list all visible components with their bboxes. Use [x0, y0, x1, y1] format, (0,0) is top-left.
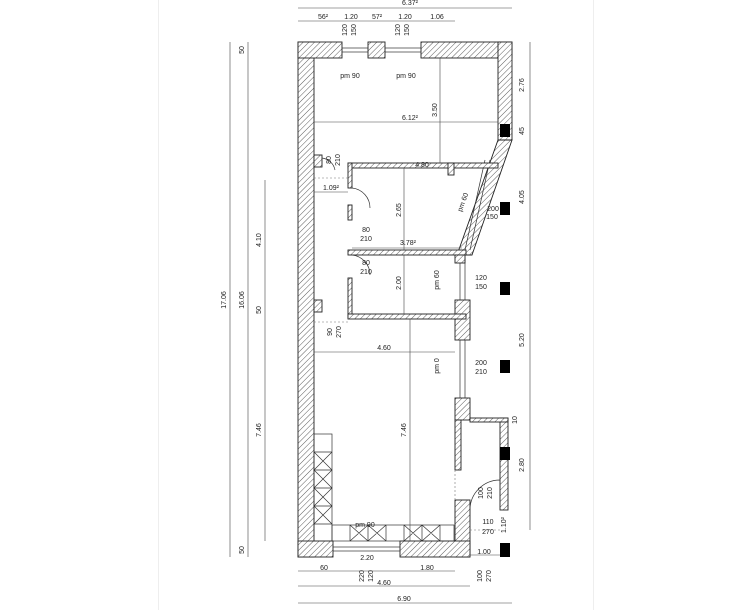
dim-label: 7.46: [401, 423, 408, 437]
dim-label: 1.20: [344, 14, 358, 21]
dim-label: 2.80: [519, 458, 526, 472]
kitchen-units: [313, 433, 455, 542]
dim-label: 2.76: [519, 78, 526, 92]
windows: [332, 47, 491, 552]
dim-label: 3.50: [432, 103, 439, 117]
dim-label: 270: [486, 570, 493, 582]
dim-label: 4.10: [256, 233, 263, 247]
floor-height-label: pm 60: [434, 270, 441, 290]
dim-label: 1.09²: [323, 185, 340, 192]
dim-label: 56²: [318, 14, 329, 21]
dim-label: 1.80: [420, 565, 434, 572]
dim-label: 100: [478, 487, 485, 499]
dim-label: 4.05: [519, 190, 526, 204]
dim-label: 150: [486, 214, 498, 221]
dim-label: 200: [475, 360, 487, 367]
dim-label: 10: [512, 416, 519, 424]
dim-label: 220: [359, 570, 366, 582]
dim-label: 80: [362, 260, 370, 267]
dim-label: 57²: [372, 14, 383, 21]
dimension-labels: 6.37² 56² 1.20 57² 1.20 1.06 120 150 120…: [221, 0, 526, 603]
dim-label: 270: [336, 326, 343, 338]
dim-label: 80: [326, 156, 333, 164]
floor-height-label: pm 90: [340, 73, 360, 80]
dim-label: 45: [519, 127, 526, 135]
dim-label: 210: [360, 269, 372, 276]
floor-height-label: pm 90: [355, 522, 375, 529]
dim-label: 6.37²: [402, 0, 419, 7]
dim-label: 1.00: [477, 549, 491, 556]
dim-label: 200: [487, 206, 499, 213]
floor-height-label: pm 60: [457, 192, 470, 213]
dim-label: 210: [335, 154, 342, 166]
dim-label: 6.90: [397, 596, 411, 603]
inner-walls: [313, 154, 499, 471]
doors: [314, 157, 501, 531]
dim-label: 4.80: [415, 162, 429, 169]
dim-label: 2.20: [360, 555, 374, 562]
dim-label: 210: [475, 369, 487, 376]
dim-label: 6.12²: [402, 115, 419, 122]
dim-label: 80: [362, 227, 370, 234]
dim-label: 3.78²: [400, 240, 417, 247]
dim-label: 50: [256, 306, 263, 314]
dim-label: 60: [320, 565, 328, 572]
drawing-frame: [158, 0, 594, 610]
dim-label: 150: [475, 284, 487, 291]
dim-label: 120: [368, 570, 375, 582]
dim-label: 120: [395, 24, 402, 36]
dim-label: 210: [360, 236, 372, 243]
floor-height-label: pm 90: [396, 73, 416, 80]
dim-label: 100: [477, 570, 484, 582]
dim-label: 2.65: [396, 203, 403, 217]
dim-label: 270: [482, 529, 494, 536]
dim-label: 16.06: [239, 291, 246, 309]
dim-label: 210: [487, 487, 494, 499]
dimension-lines: [229, 7, 531, 604]
floor-height-label: pm 0: [434, 358, 441, 374]
dim-label: 50: [239, 546, 246, 554]
outer-walls: [297, 41, 513, 558]
dim-label: 120: [342, 24, 349, 36]
dim-label: 1.20: [398, 14, 412, 21]
dim-label: 17.06: [221, 291, 228, 309]
dim-label: 5.20: [519, 333, 526, 347]
dim-label: 50: [239, 46, 246, 54]
dim-label: 7.46: [256, 423, 263, 437]
dim-label: 90: [327, 328, 334, 336]
dim-label: 1.10²: [501, 516, 508, 533]
dim-label: 120: [475, 275, 487, 282]
dim-label: 1.06: [430, 14, 444, 21]
dim-label: 150: [404, 24, 411, 36]
dim-label: 2.00: [396, 276, 403, 290]
dim-label: 4.60: [377, 580, 391, 587]
dim-label: 150: [351, 24, 358, 36]
dim-label: 4.60: [377, 345, 391, 352]
column-markers: [500, 124, 510, 557]
dim-label: 110: [482, 519, 493, 526]
